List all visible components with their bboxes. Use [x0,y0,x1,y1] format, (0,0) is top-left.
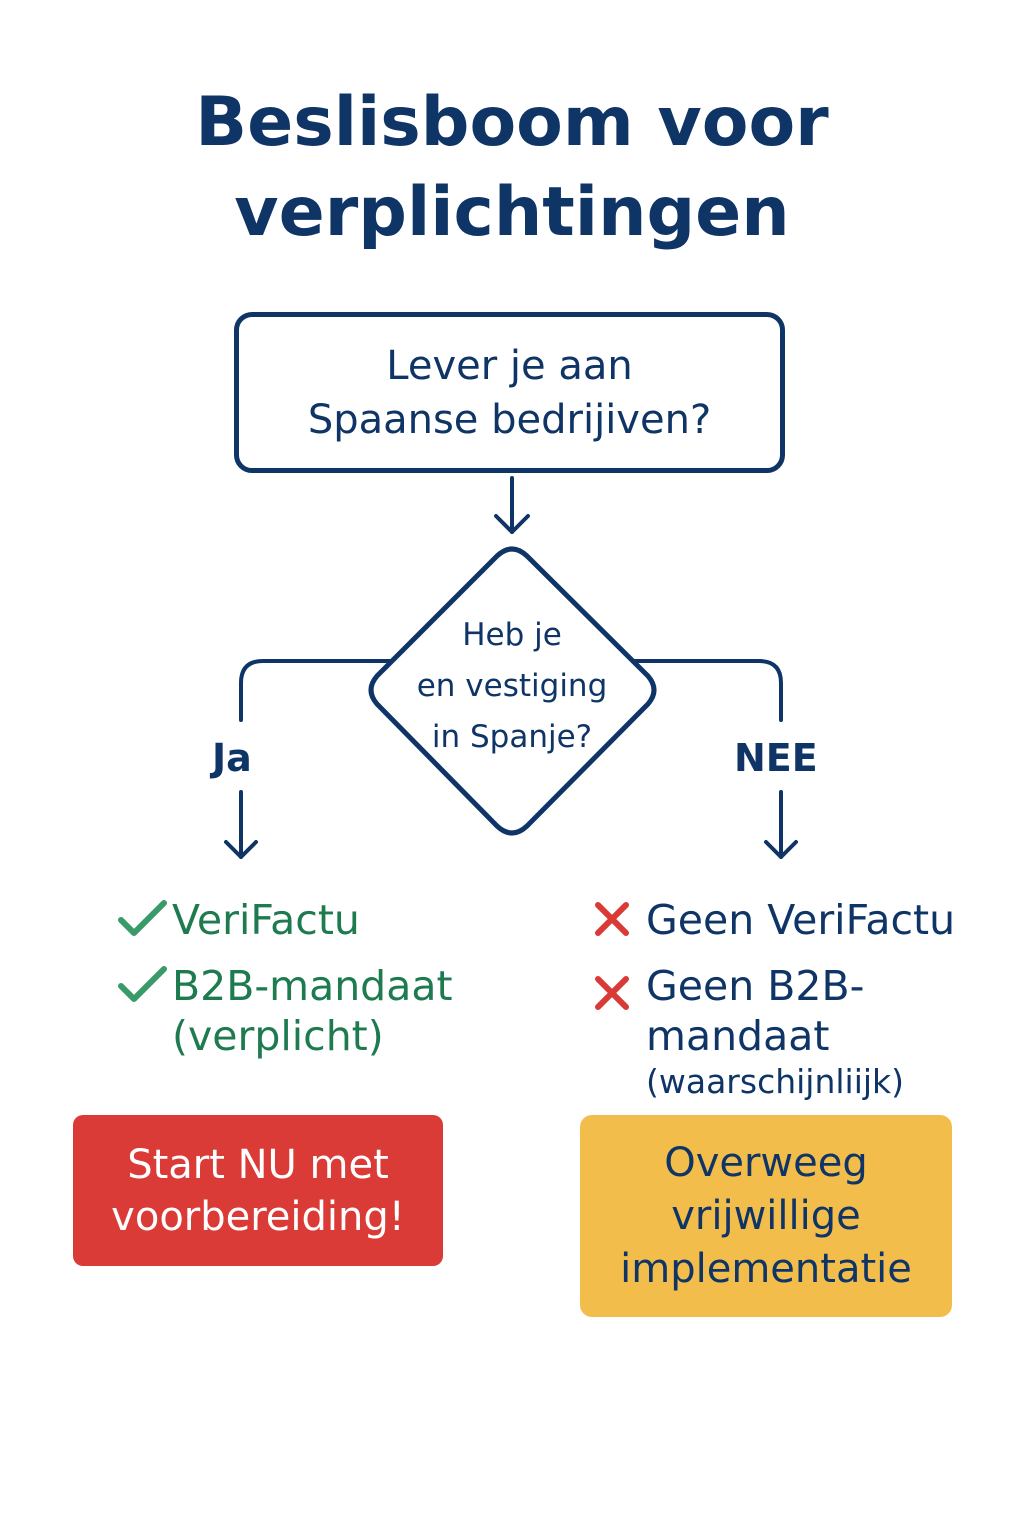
decision-line-2: en vestiging [416,668,608,704]
branch-line-yes [224,659,392,859]
page-title: Beslisboom voor verplichtingen [0,78,1024,258]
yes-result-2-line-2: (verplicht) [172,1012,384,1060]
branch-line-no [632,659,798,859]
question-line-1: Lever je aan [386,342,633,389]
decision-line-1: Heb je [462,617,562,653]
decision-line-3: in Spanje? [431,719,593,755]
arrow-question-to-decision [494,476,530,534]
yes-result-verifactu: VeriFactu [116,895,360,945]
no-result-2-line-2: mandaat [646,1012,830,1060]
cross-icon [595,902,629,936]
no-result-b2b-mandate: Geen B2B- mandaat (waarschijnliijk) [590,961,904,1103]
no-result-1-text: Geen VeriFactu [646,896,956,944]
action-yes-line-1: Start NU met [127,1141,389,1188]
no-result-2-line-1: Geen B2B- [646,962,865,1010]
no-result-2-line-3: (waarschijnliijk) [646,1062,905,1101]
question-line-2: Spaanse bedrijiven? [307,396,712,443]
action-no-line-3: implementatie [620,1245,912,1292]
branch-label-yes: Ja [212,736,252,780]
action-yes-line-2: voorbereiding! [111,1193,405,1240]
cross-icon [595,976,629,1010]
yes-result-b2b-mandate: B2B-mandaat (verplicht) [116,961,453,1061]
action-box-no: Overweeg vrijwillige implementatie [580,1115,952,1317]
action-no-line-1: Overweeg [664,1139,868,1186]
check-icon [118,900,167,936]
yes-result-1-text: VeriFactu [172,896,360,944]
title-line-2: verplichtingen [234,173,790,252]
decision-diamond [368,546,657,836]
check-icon [118,966,167,1002]
branch-label-no: NEE [734,736,818,780]
decision-text: Heb je en vestiging in Spanje? [380,610,644,763]
question-box: Lever je aan Spaanse bedrijiven? [234,312,785,473]
no-result-verifactu: Geen VeriFactu [590,895,955,945]
action-no-line-2: vrijwillige [671,1192,861,1239]
yes-result-2-line-1: B2B-mandaat [172,962,453,1010]
title-line-1: Beslisboom voor [195,83,829,162]
action-box-yes: Start NU met voorbereiding! [73,1115,443,1266]
